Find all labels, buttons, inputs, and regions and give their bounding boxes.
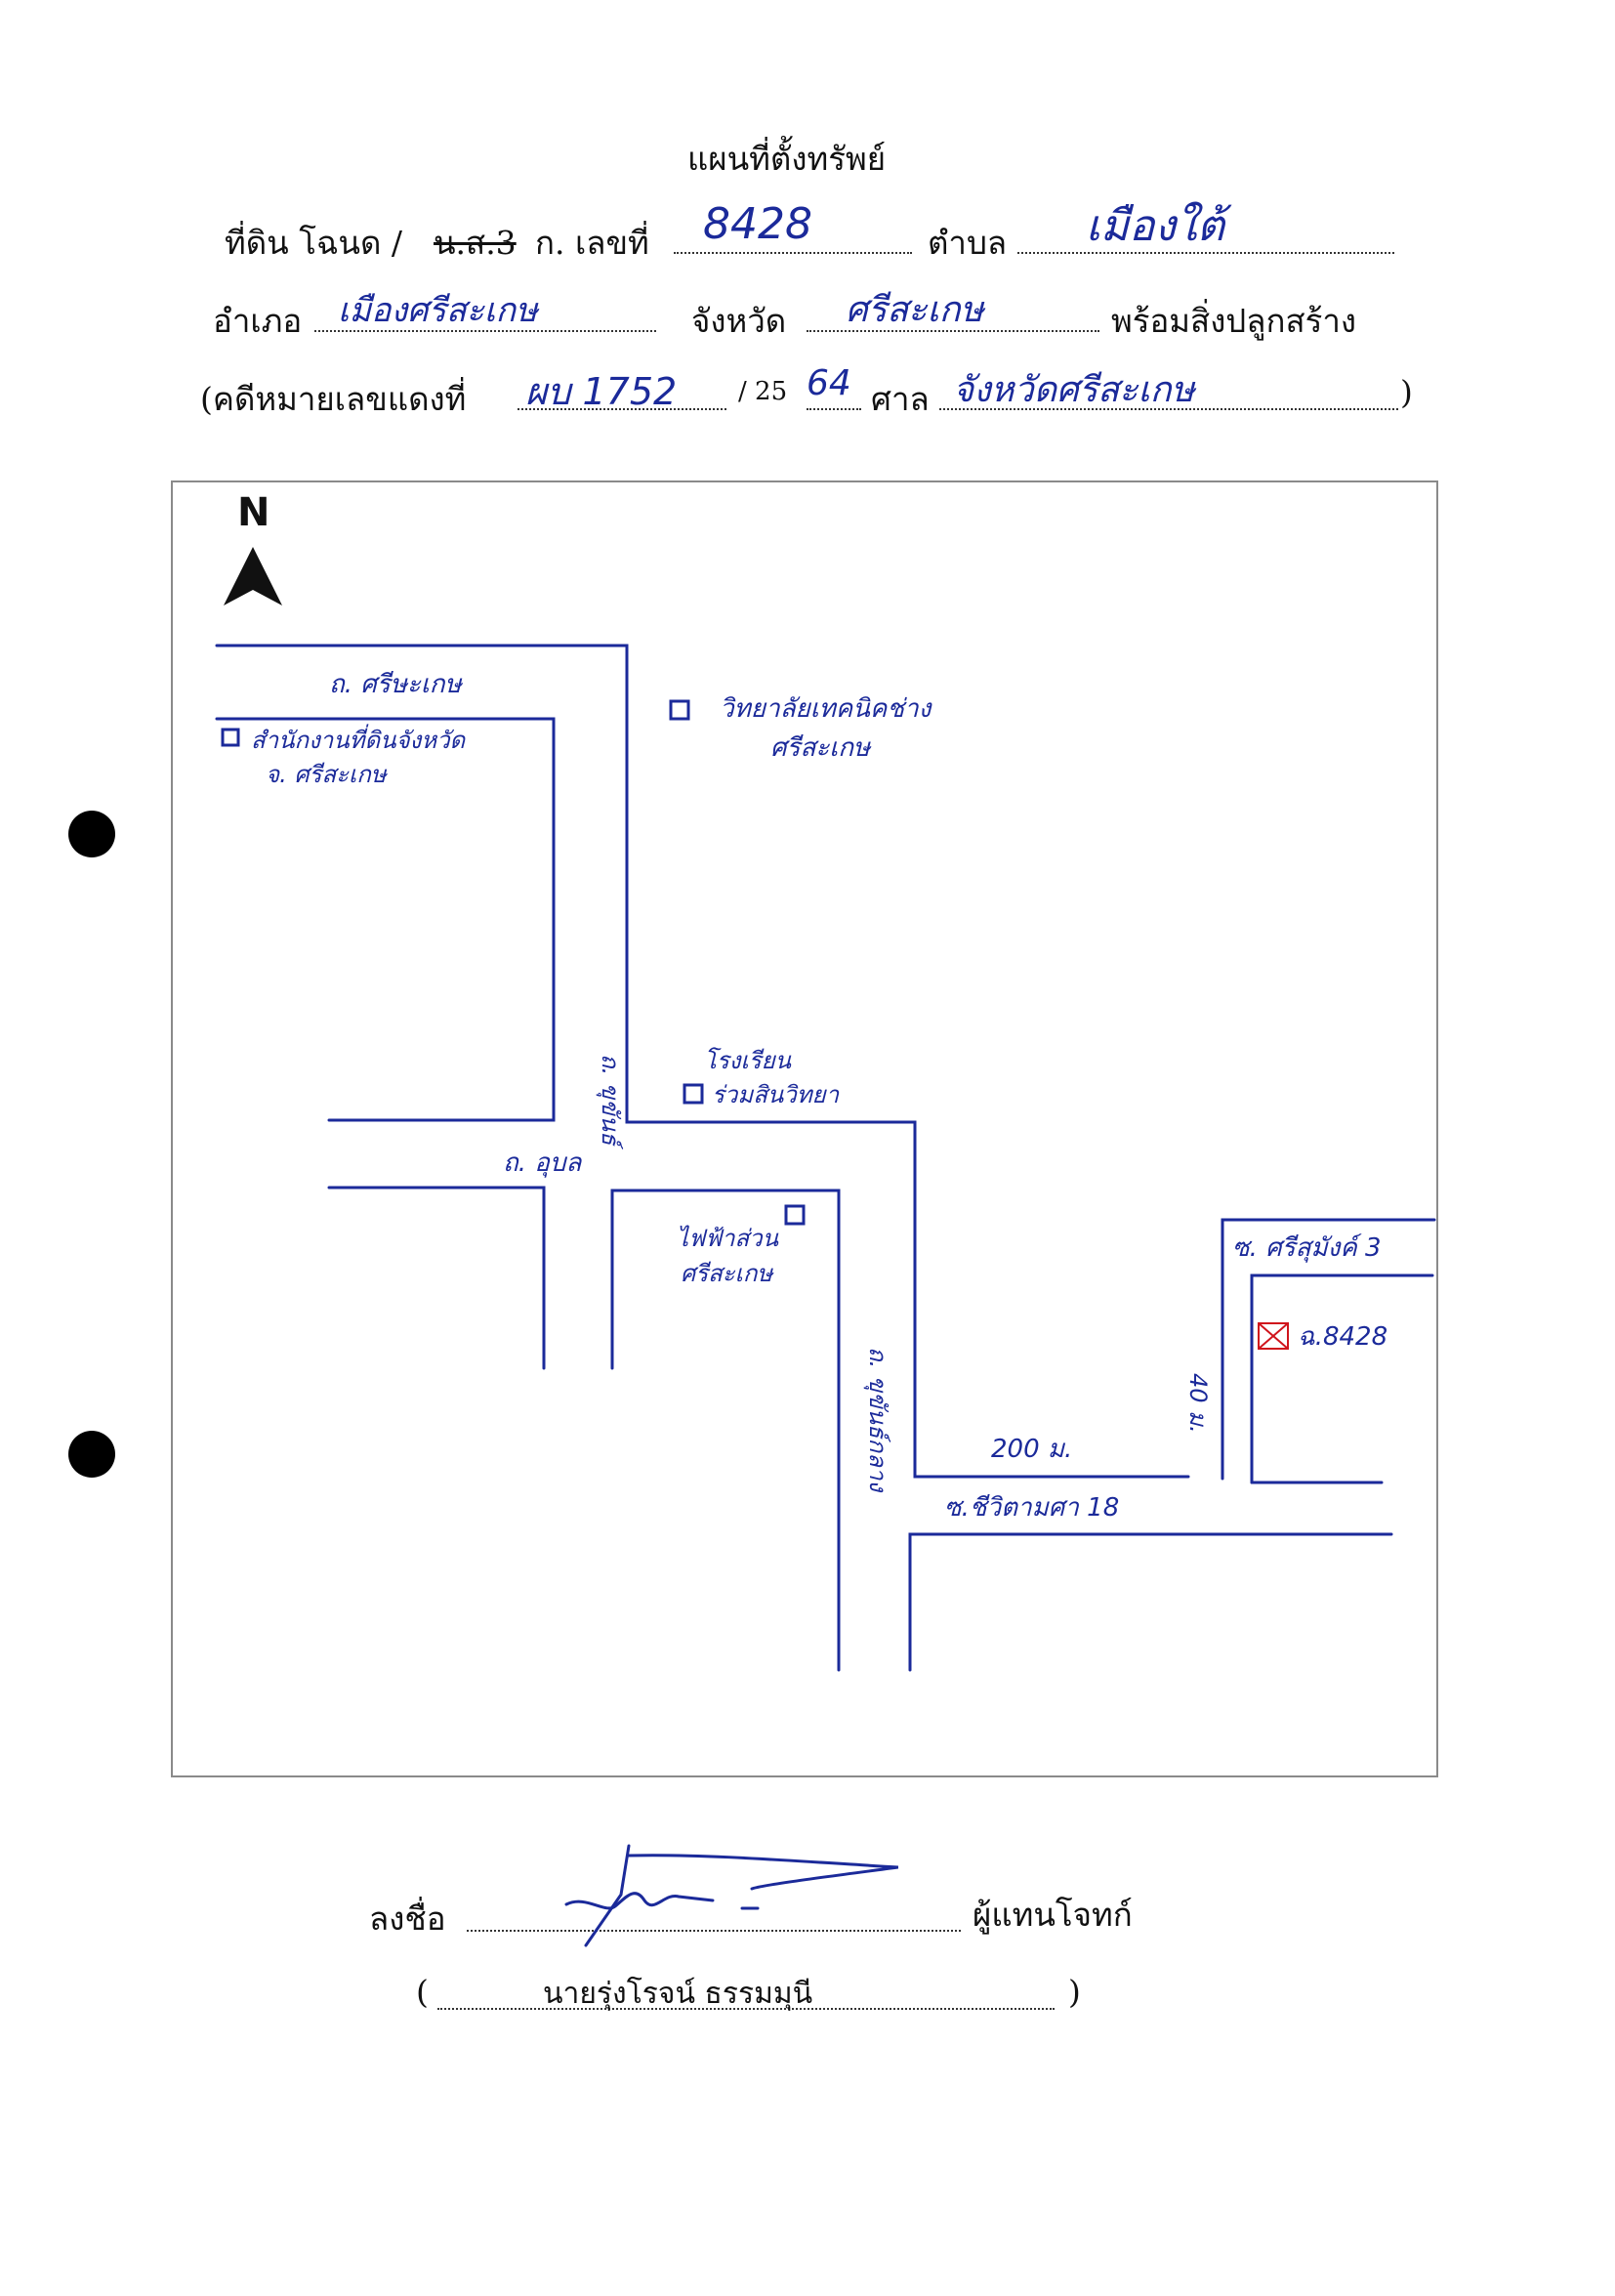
road-ubon-south-west xyxy=(327,1186,546,1370)
name-close-paren: ) xyxy=(1068,1973,1081,2011)
province-value: ศรีสะเกษ xyxy=(846,290,984,330)
buildings-text: พร้อมสิ่งปลูกสร้าง xyxy=(1111,302,1356,340)
map-drawing: N ถ. ศรีษะเกษ สำนักงานที่ดินจังหวัด xyxy=(215,490,1436,1672)
year-value: 64 xyxy=(807,363,851,403)
name-line xyxy=(437,2008,1055,2010)
signature-line xyxy=(467,1930,961,1932)
amphoe-value: เมืองศรีสะเกษ xyxy=(338,291,538,330)
map-frame: N ถ. ศรีษะเกษ สำนักงานที่ดินจังหวัด xyxy=(171,480,1438,1777)
tambon-line xyxy=(1017,252,1394,254)
road-top-north-edge xyxy=(215,644,1190,1479)
province-label: จังหวัด xyxy=(691,302,787,340)
college-label-2: ศรีสะเกษ xyxy=(770,733,872,763)
road-vertical-2-label: ถ. ขุขันธ์กลาง xyxy=(863,1347,891,1493)
north-label: N xyxy=(237,490,269,535)
road-soi-right-inner xyxy=(1250,1273,1434,1484)
land-office-marker-icon xyxy=(221,728,240,747)
land-deed-suffix: ก. เลขที่ xyxy=(535,224,649,262)
school-marker-icon xyxy=(683,1083,704,1105)
school-label-2: ร่วมสินวิทยา xyxy=(712,1081,841,1108)
road-center-west xyxy=(610,1189,841,1672)
year-line xyxy=(807,408,861,410)
parcel-label: ฉ.8428 xyxy=(1298,1322,1387,1352)
soi-bottom-label: ซ.ชีวิตามศา 18 xyxy=(944,1493,1119,1523)
amphoe-line xyxy=(314,330,656,332)
north-arrow-icon xyxy=(224,547,282,605)
soi-top-label: ซ. ศรีสุมังค์ 3 xyxy=(1232,1233,1382,1263)
school-label-1: โรงเรียน xyxy=(704,1047,792,1074)
electric-label-2: ศรีสะเกษ xyxy=(681,1260,774,1287)
case-label: (คดีหมายเลขแดงที่ xyxy=(200,380,467,418)
signer-name: นายรุ่งโรจน์ ธรรมมุนี xyxy=(543,1977,813,2011)
page-title: แผนที่ตั้งทรัพย์ xyxy=(687,140,887,178)
sign-label: ลงชื่อ xyxy=(369,1899,446,1938)
college-label-1: วิทยาลัยเทคนิคช่าง xyxy=(720,694,933,724)
punch-hole-top xyxy=(68,811,115,857)
land-deed-prefix: ที่ดิน โฉนด / xyxy=(225,224,403,262)
college-marker-icon xyxy=(669,699,690,721)
court-label: ศาล xyxy=(871,380,930,418)
land-office-label-2: จ. ศรีสะเกษ xyxy=(266,761,389,788)
name-open-paren: ( xyxy=(416,1973,429,2011)
punch-hole-bottom xyxy=(68,1431,115,1478)
road-vertical-1-label: ถ. ขุขันธ์ xyxy=(596,1054,624,1150)
court-line xyxy=(939,408,1398,410)
case-number-line xyxy=(518,408,726,410)
tambon-label: ตำบล xyxy=(928,224,1008,262)
province-line xyxy=(807,330,1099,332)
tambon-value: เมืองใต้ xyxy=(1086,201,1225,251)
signature-scribble-icon xyxy=(564,1844,898,1947)
amphoe-label: อำเภอ xyxy=(213,302,303,340)
case-close-paren: ) xyxy=(1400,373,1413,411)
road-srisaket-label: ถ. ศรีษะเกษ xyxy=(329,670,463,699)
dist-40-label: 40 ม. xyxy=(1184,1373,1212,1434)
deed-number-value: 8428 xyxy=(703,199,812,249)
year-prefix: / 25 xyxy=(738,377,788,406)
role-label: ผู้แทนโจทก์ xyxy=(973,1896,1133,1934)
road-ubon-label: ถ. อุบล xyxy=(503,1148,582,1178)
road-soi-right xyxy=(1221,1218,1436,1481)
deed-number-line xyxy=(674,252,912,254)
case-number-value: ผบ 1752 xyxy=(525,370,678,413)
electric-marker-icon xyxy=(784,1204,806,1226)
electric-label-1: ไฟฟ้าส่วน xyxy=(677,1225,779,1252)
road-soi-bottom xyxy=(908,1532,1393,1672)
land-office-label-1: สำนักงานที่ดินจังหวัด xyxy=(251,724,467,754)
parcel-marker-icon xyxy=(1258,1322,1289,1350)
court-value: จังหวัดศรีสะเกษ xyxy=(953,370,1195,410)
dist-200-label: 200 ม. xyxy=(991,1435,1072,1464)
road-top-south-edge xyxy=(215,717,556,1122)
land-deed-struck-type: น.ส.3 xyxy=(434,224,517,262)
